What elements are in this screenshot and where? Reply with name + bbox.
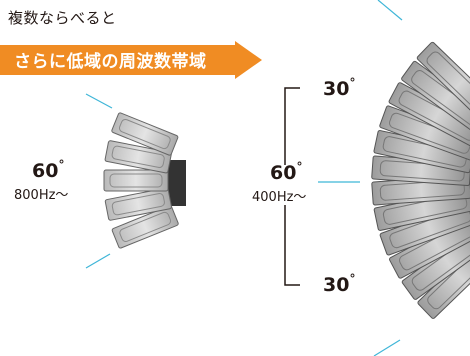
left-guide-line-top	[85, 93, 113, 109]
left-speaker-cluster	[103, 112, 186, 249]
right-guide-line-bottom	[373, 339, 401, 356]
left-angle-label: 60°	[32, 158, 65, 182]
left-frequency-label: 800Hz～	[14, 188, 69, 203]
arrow-label: さらに低域の周波数帯域	[14, 52, 207, 72]
right-center-angle-label: 60°	[270, 160, 303, 184]
pretitle: 複数ならべると	[8, 9, 117, 27]
right-frequency-label: 400Hz～	[252, 190, 307, 205]
right-guide-line-top	[377, 0, 403, 21]
left-guide-line-bottom	[85, 253, 111, 269]
orange-arrow-banner	[0, 41, 262, 79]
right-bottom-angle-label: 30°	[323, 272, 356, 296]
right-top-angle-label: 30°	[323, 76, 356, 100]
right-speaker-column	[371, 41, 470, 319]
angle-bracket	[284, 87, 300, 286]
